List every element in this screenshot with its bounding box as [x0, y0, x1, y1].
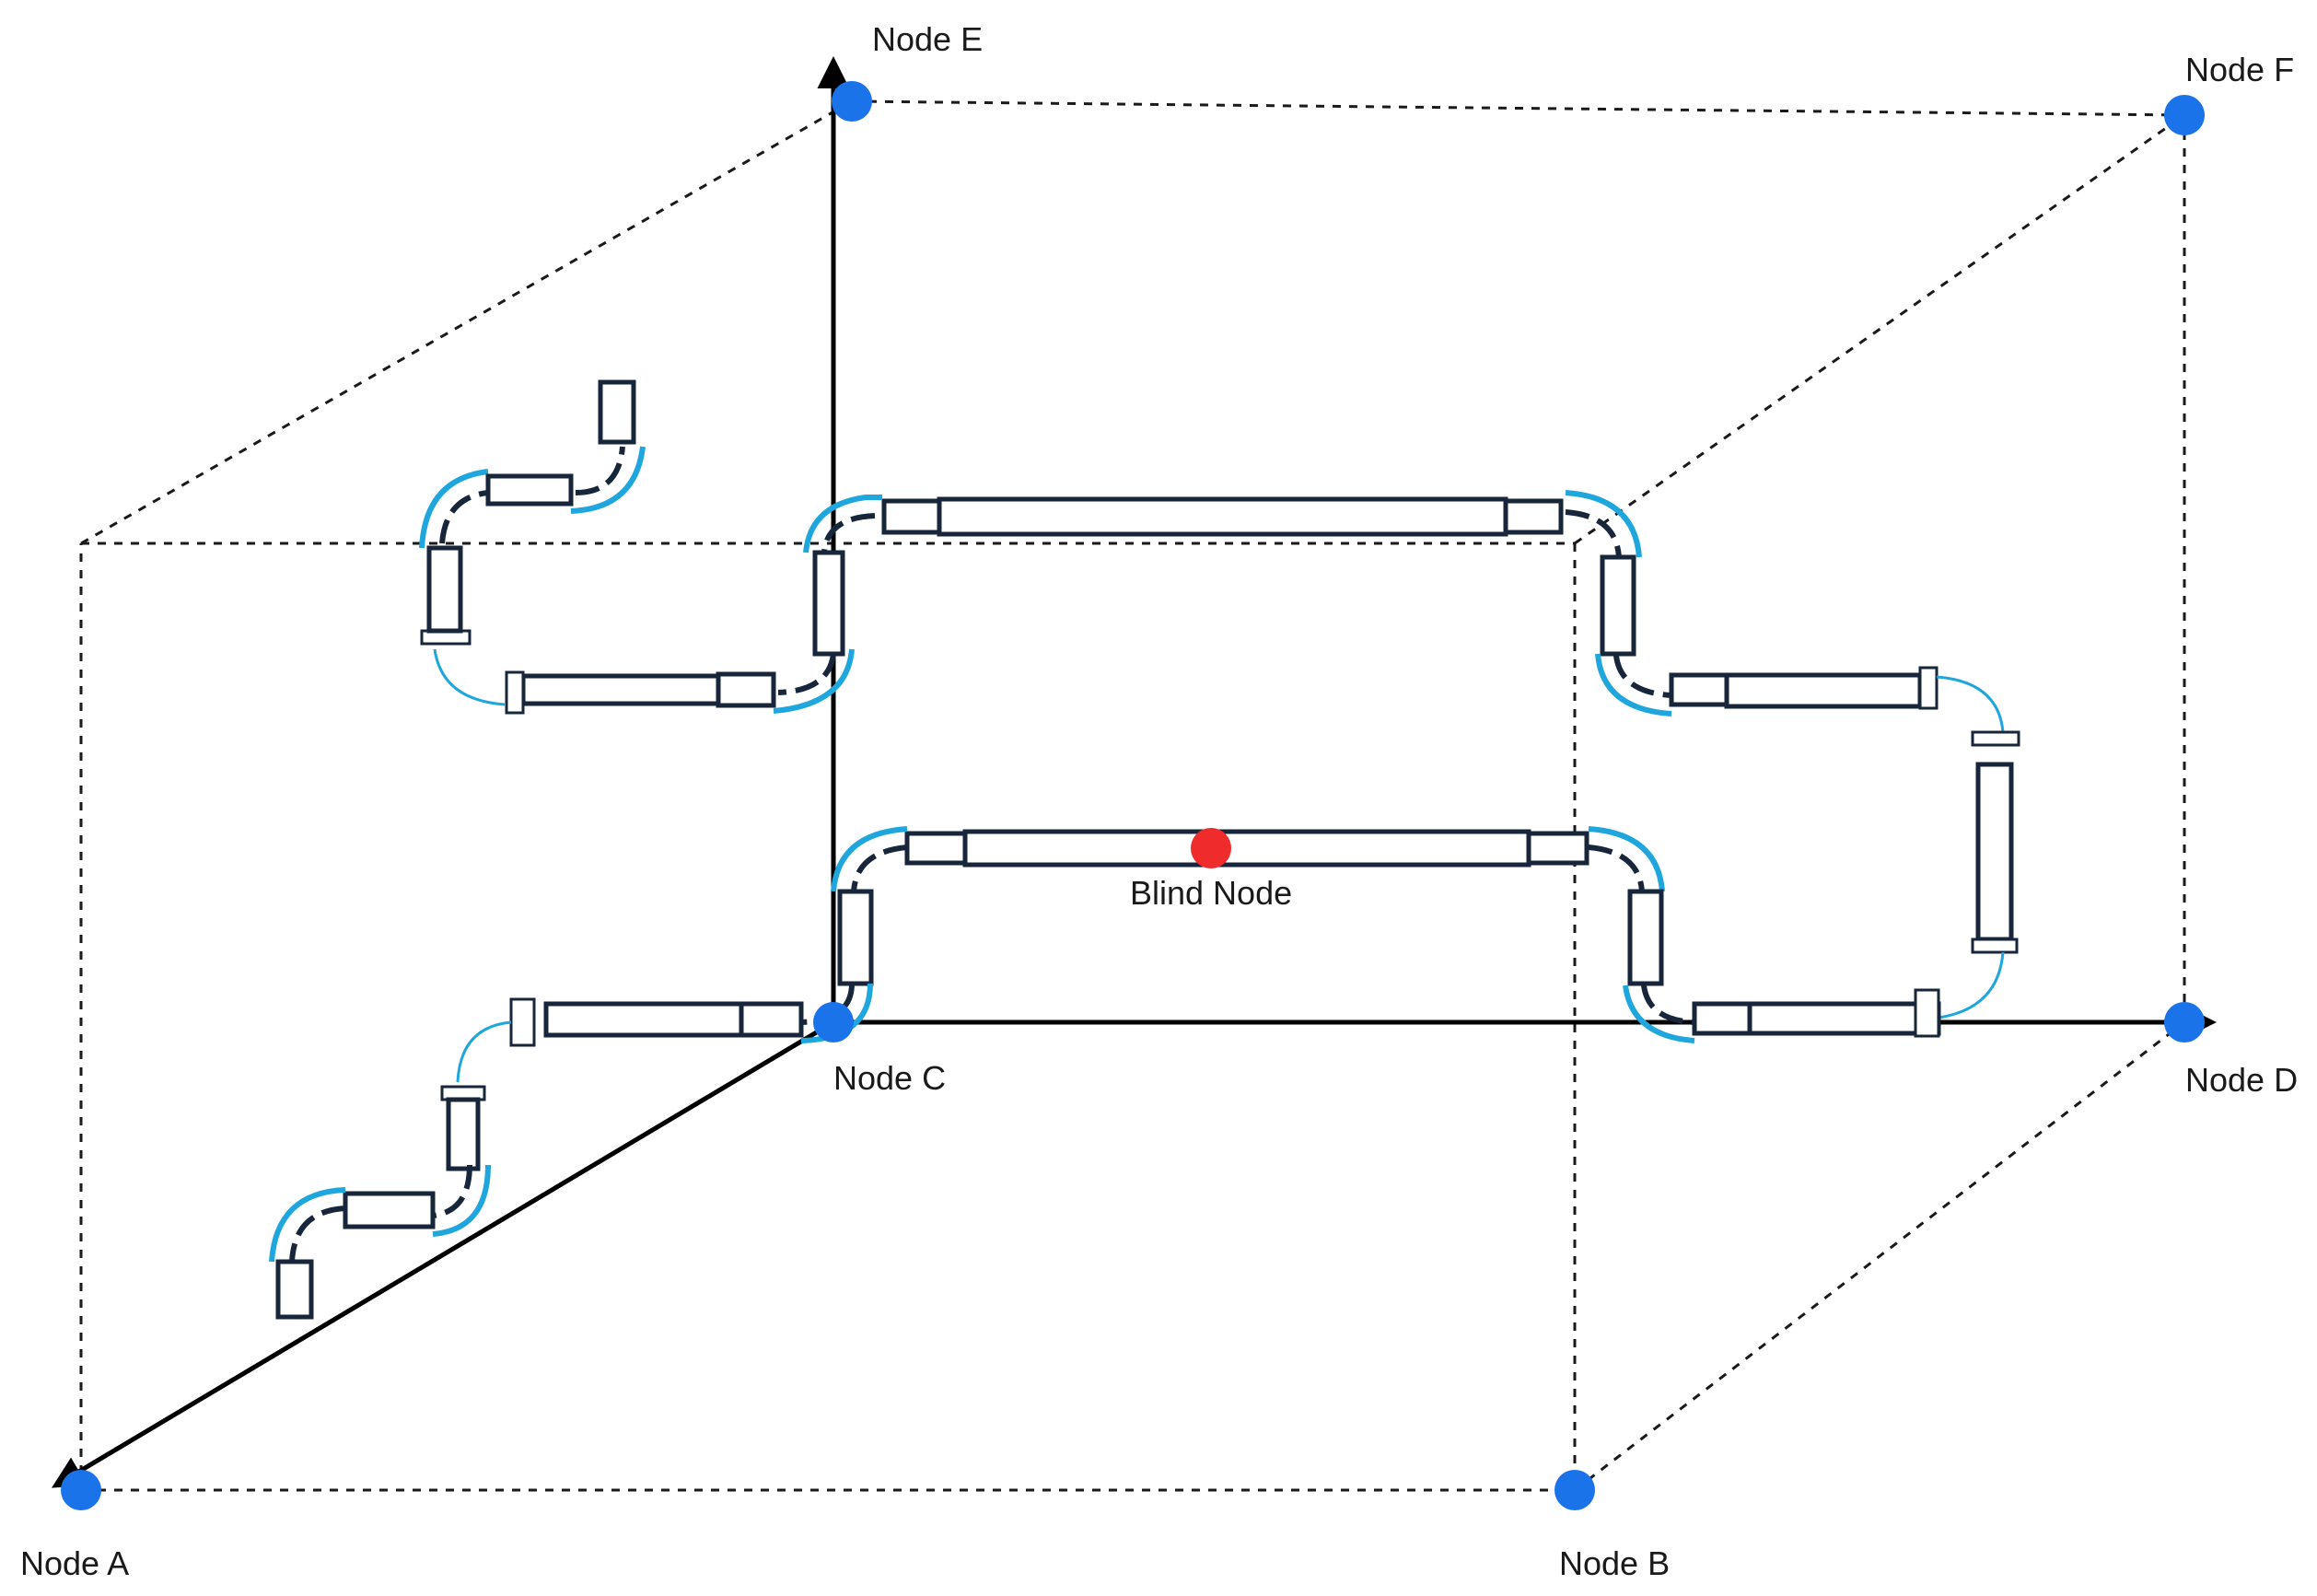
- elbow-fitting: [773, 648, 855, 714]
- node-a-marker[interactable]: [61, 1470, 101, 1510]
- pipe-segment: [446, 1097, 481, 1171]
- node-b-marker[interactable]: [1554, 1470, 1595, 1510]
- node-b-label: Node B: [1559, 1544, 1670, 1582]
- elbow-fitting: [575, 446, 625, 495]
- pipe-segment: [520, 673, 721, 706]
- elbow-fitting: [800, 983, 855, 1025]
- node-f-marker[interactable]: [2164, 95, 2205, 135]
- elbow-fitting: [419, 469, 489, 549]
- elbow-fitting: [821, 513, 876, 553]
- node-d-marker[interactable]: [2164, 1002, 2205, 1043]
- blind-node-marker[interactable]: [1191, 828, 1231, 868]
- pipe-stub: [739, 1001, 804, 1038]
- elbow-fitting: [570, 446, 646, 514]
- pipe-stub: [904, 831, 968, 866]
- elbow-fitting: [439, 490, 489, 544]
- pipe-segment: [543, 1001, 744, 1038]
- pipe-segment: [1627, 889, 1664, 986]
- elbow-fitting: [851, 845, 908, 892]
- pipe-segment: [837, 889, 874, 986]
- pipe-stub: [1669, 672, 1729, 707]
- pipe-segment: [812, 550, 845, 657]
- pipe-bend: [1938, 951, 2005, 1019]
- pipe-bend: [433, 648, 506, 706]
- elbow-fitting: [432, 1164, 491, 1237]
- coupling: [1971, 730, 2020, 747]
- node-a-label: Node A: [20, 1544, 129, 1582]
- labels: Node A Node B Node C Node D Node E Node …: [20, 20, 2298, 1582]
- pipe-segment: [1975, 762, 2014, 942]
- pipe-stub: [881, 498, 942, 535]
- elbow-fitting: [1613, 655, 1672, 698]
- elbow-fitting: [1641, 984, 1695, 1025]
- blind-node-label: Blind Node: [1130, 874, 1292, 912]
- node-d-label: Node D: [2185, 1061, 2298, 1099]
- axes: [51, 56, 2217, 1488]
- elbow-fitting: [777, 653, 836, 695]
- elbow-fitting: [1588, 845, 1645, 892]
- box-edges: [79, 99, 2186, 1492]
- nodes: [61, 81, 2205, 1510]
- axis-diagonal: [51, 1019, 835, 1488]
- pipe-stub: [1526, 831, 1589, 866]
- elbow-fitting: [1595, 653, 1672, 716]
- pipe-segment: [1724, 672, 1923, 709]
- edge-right-diagonal: [1574, 113, 2185, 545]
- elbow-fitting: [1565, 509, 1622, 558]
- upper-pipe-run: [419, 379, 1564, 715]
- pipe-bend: [1936, 675, 2005, 733]
- pipe-segment: [426, 545, 463, 634]
- elbow-fitting: [1588, 826, 1665, 892]
- pipe-segment: [275, 1259, 314, 1320]
- node-e-marker[interactable]: [832, 81, 872, 122]
- pipe-segment: [343, 1191, 436, 1229]
- node-e-label: Node E: [872, 20, 983, 58]
- pipe-stub: [1692, 1001, 1752, 1036]
- pipe-stub: [716, 671, 776, 708]
- pipe-segment: [937, 496, 1508, 537]
- pipe-segment: [598, 379, 636, 445]
- lower-pipe-run: [269, 826, 1941, 1320]
- elbow-fitting: [803, 495, 882, 553]
- pipe-segment: [962, 829, 1531, 868]
- node-f-label: Node F: [2185, 51, 2294, 88]
- coupling: [1918, 666, 1939, 710]
- elbow-fitting: [289, 1206, 346, 1263]
- pipe-stub: [1503, 498, 1564, 535]
- node-c-label: Node C: [833, 1059, 946, 1097]
- edge-e-f: [851, 99, 2185, 117]
- pipe-segment: [1747, 1001, 1941, 1036]
- pipe-segment: [1600, 554, 1636, 657]
- elbow-fitting: [831, 826, 908, 892]
- node-c-marker[interactable]: [813, 1002, 854, 1043]
- elbow-fitting: [269, 1187, 346, 1263]
- coupling: [505, 670, 525, 715]
- elbow-fitting: [1623, 984, 1695, 1043]
- elbow-fitting: [432, 1164, 472, 1218]
- pipe-segment: [485, 473, 574, 507]
- coupling: [1914, 988, 1940, 1038]
- coupling: [509, 997, 536, 1047]
- right-upper-run: [1565, 490, 2020, 1019]
- pipe-bend: [456, 1020, 512, 1083]
- elbow-fitting: [1565, 490, 1642, 558]
- edge-b-d: [1574, 1020, 2185, 1492]
- coupling: [1971, 938, 2019, 954]
